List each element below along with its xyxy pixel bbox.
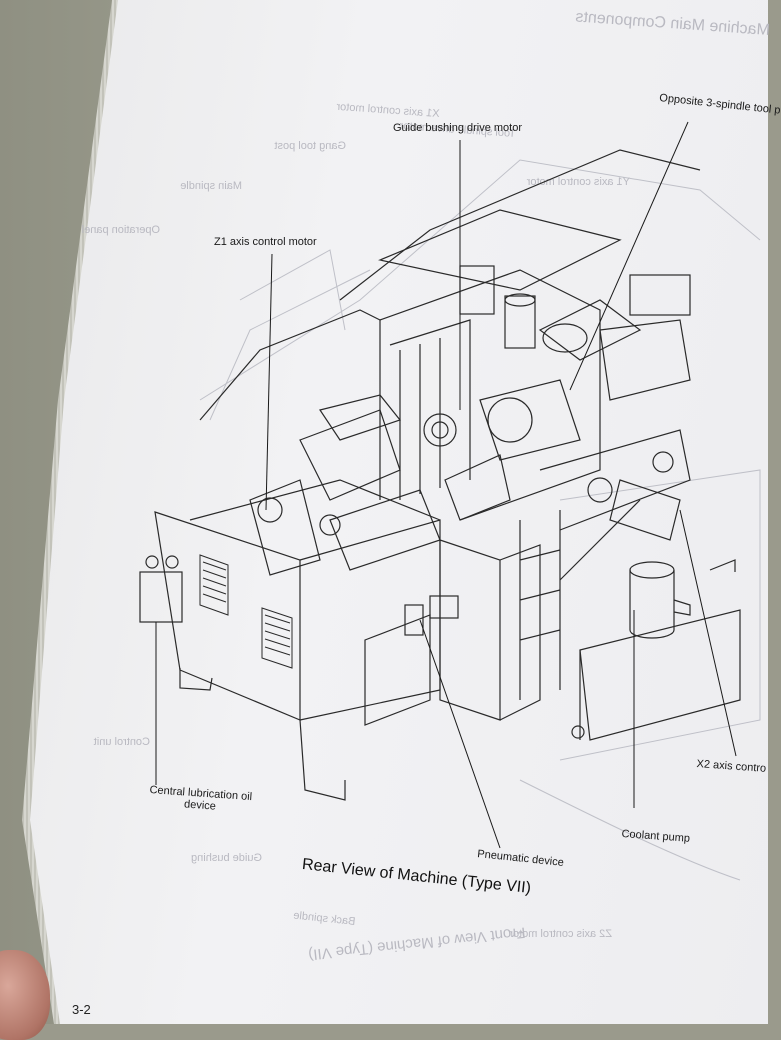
leader-z1-axis (265, 253, 273, 511)
leader-opposite-tool-post (569, 121, 689, 391)
leader-x2-axis (679, 509, 737, 757)
thumb (0, 950, 50, 1040)
machine-line-drawing (139, 121, 761, 881)
leader-pneumatic (419, 619, 501, 849)
manual-page (30, 0, 768, 1024)
label-guide-bushing-drive-motor: Guide bushing drive motor (393, 122, 523, 134)
label-z1-axis-control-motor: Z1 axis control motor (214, 236, 317, 248)
page-number: 3-2 (72, 1002, 91, 1017)
